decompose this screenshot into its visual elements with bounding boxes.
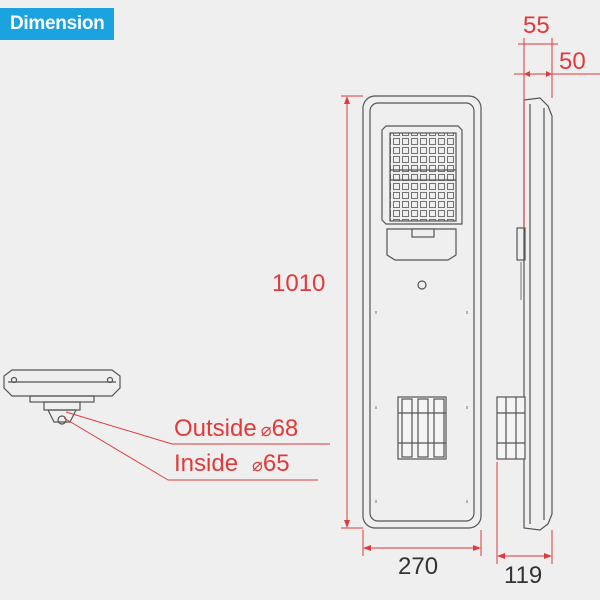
front-mount-bracket [397,396,447,460]
front-inner-panel [369,102,475,522]
top-right-depth-label: 50 [559,48,586,75]
led-grid [389,132,457,222]
inside-label-text: Inside [174,450,239,477]
diameter-symbol-icon: ⌀ [260,420,272,440]
height-dimension-label: 1010 [272,270,326,297]
inside-diameter-label: Inside ⌀65 [174,450,290,478]
bottom-body [3,369,121,397]
front-view [362,95,482,529]
side-width-dimension-label: 119 [504,562,543,589]
front-outer-body [362,95,482,529]
front-width-dimension-label: 270 [398,553,439,580]
outside-diameter-label: Outside⌀68 [174,415,298,443]
outside-value-text: 68 [271,415,299,442]
top-left-depth-label: 55 [523,12,550,39]
side-sensor [516,227,526,261]
diameter-symbol-icon: ⌀ [252,455,263,475]
sensor-window [386,228,457,261]
side-view [496,97,553,531]
lamp-housing [381,125,463,225]
indicator-light [417,280,427,290]
bottom-view [3,369,121,425]
inside-value-text: 65 [262,450,290,477]
side-mount-bracket [496,396,526,460]
outside-label-text: Outside [174,415,257,442]
dimension-lines [63,38,600,564]
dimension-badge: Dimension [0,8,115,40]
side-body [523,97,553,531]
